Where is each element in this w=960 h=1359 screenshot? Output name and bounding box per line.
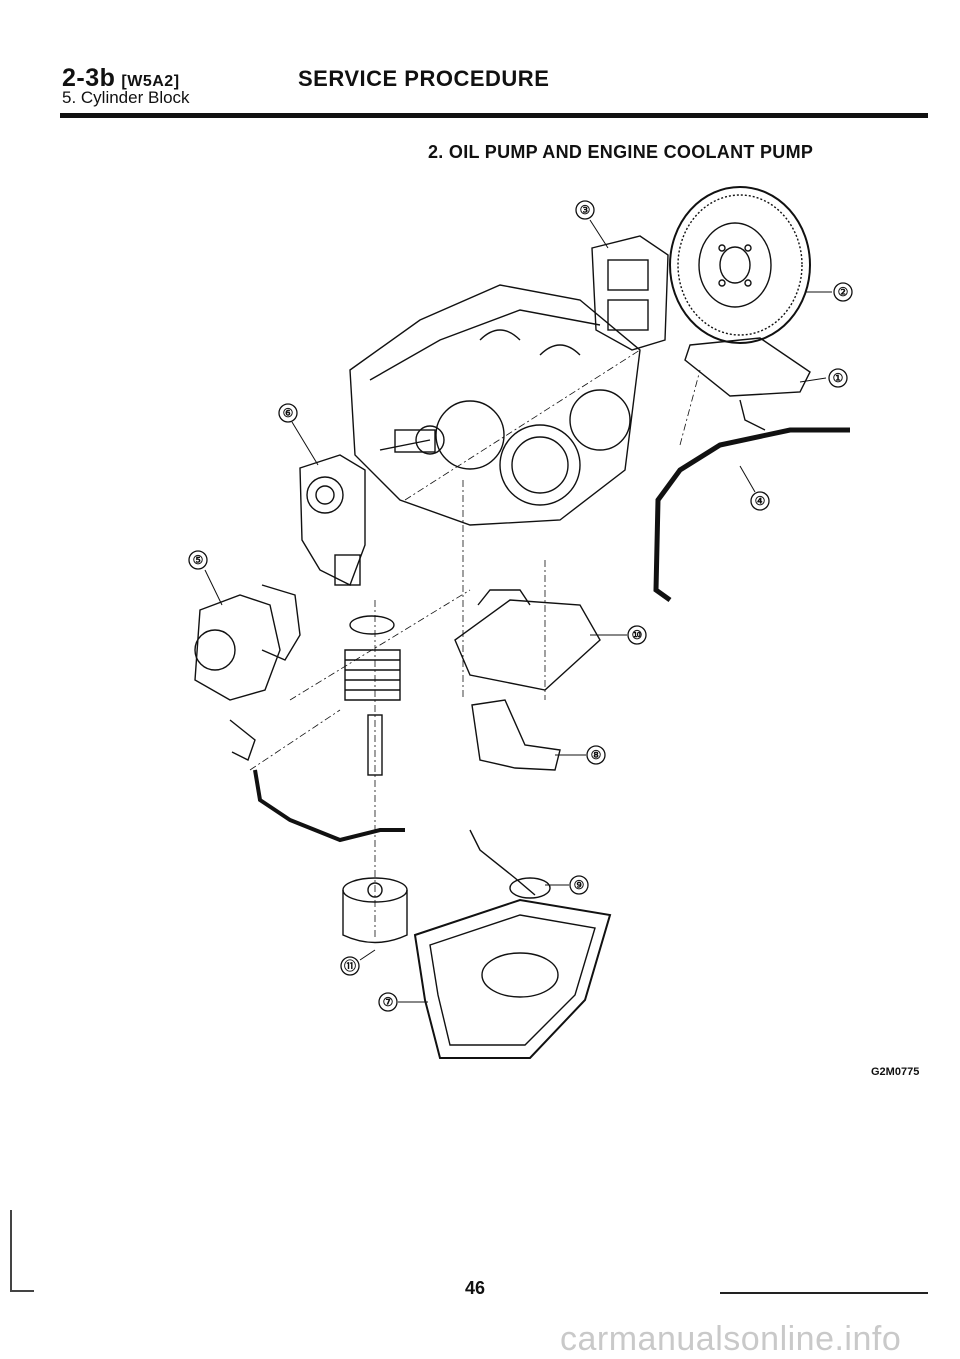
figure-title: 2. OIL PUMP AND ENGINE COOLANT PUMP [428, 142, 814, 162]
svg-text:⑧: ⑧ [591, 748, 602, 762]
svg-text:⑪: ⑪ [344, 958, 356, 973]
header-code-main: 2-3b [62, 64, 116, 92]
header-code-suffix: [W5A2] [121, 73, 180, 90]
water-pump-drawing [194, 584, 301, 761]
header-rule [60, 113, 928, 118]
callout-3: ③ [575, 200, 595, 220]
svg-text:⑦: ⑦ [383, 995, 394, 1009]
header-title: SERVICE PROCEDURE [298, 66, 550, 91]
callout-2: ② [833, 282, 853, 302]
svg-text:③: ③ [580, 203, 591, 217]
oil-pan-drawing [413, 898, 612, 1059]
callout-1: ① [828, 368, 848, 388]
svg-text:②: ② [838, 285, 849, 299]
callout-6: ⑥ [278, 403, 298, 423]
svg-text:⑥: ⑥ [283, 406, 294, 420]
oil-cooler-drawing [344, 615, 401, 776]
callout-7: ⑦ [378, 992, 398, 1012]
baffle-10-drawing [454, 599, 601, 691]
plate-3-drawing [591, 235, 669, 351]
scan-edge-mark [10, 1210, 34, 1292]
callout-11: ⑪ [340, 956, 360, 976]
figure-code: G2M0775 [871, 1066, 920, 1078]
flywheel-drawing [669, 186, 811, 344]
cylinder-block-drawing [349, 284, 641, 526]
stiffener-8-drawing [471, 699, 561, 771]
oil-pipe-drawing [253, 769, 405, 843]
oil-pump-drawing [299, 454, 366, 586]
watermark: carmanualsonline.info [560, 1320, 902, 1358]
header-section: 5. Cylinder Block [62, 88, 190, 107]
callout-9: ⑨ [569, 875, 589, 895]
svg-text:⑤: ⑤ [193, 553, 204, 567]
svg-text:⑩: ⑩ [632, 628, 643, 642]
svg-text:④: ④ [755, 494, 766, 508]
part-callouts: ① ② ③ ④ ⑤ ⑥ ⑦ ⑧ ⑨ ⑩ ⑪ [188, 200, 853, 1012]
callout-8: ⑧ [586, 745, 606, 765]
callout-4: ④ [750, 491, 770, 511]
callout-5: ⑤ [188, 550, 208, 570]
footer-rule [720, 1292, 928, 1294]
svg-text:⑨: ⑨ [574, 878, 585, 892]
plate-1-drawing [684, 337, 811, 397]
callout-10: ⑩ [627, 625, 647, 645]
header-code: 2-3b [W5A2] [62, 64, 180, 93]
oil-strainer-drawing [469, 829, 551, 899]
pipe-4-drawing [653, 427, 850, 603]
page-number: 46 [465, 1278, 486, 1298]
svg-text:①: ① [833, 371, 844, 385]
